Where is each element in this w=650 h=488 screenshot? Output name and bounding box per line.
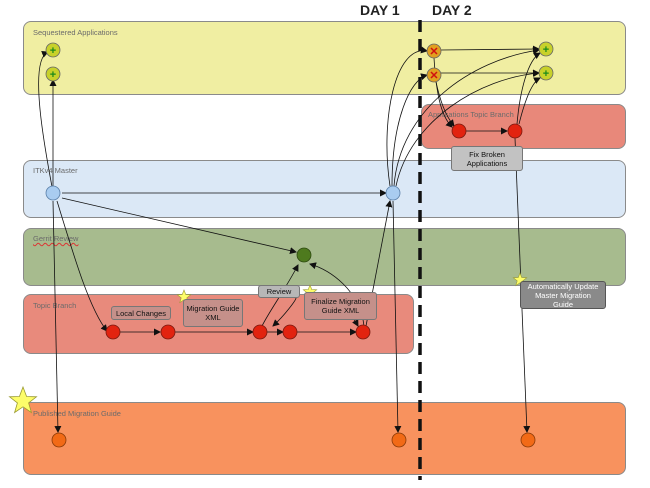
x-icon: ✕ [429,46,438,58]
local-changes-label: Local Changes [115,308,167,318]
master-node-start [45,185,61,201]
local-changes-box: Local Changes [111,306,171,320]
plus-icon: + [50,69,56,81]
day-2-label: DAY 2 [432,2,472,18]
edge-seq-x-to-seq-plus [440,45,540,53]
review-box: Review [258,285,300,298]
published-node-3 [520,432,536,448]
migration-guide-xml-box: Migration Guide XML [183,299,243,327]
edge-master-day1-to-seq-x-1 [386,46,428,187]
topic-node-4 [282,324,298,340]
lane-sequestered: Sequestered Applications [23,21,626,95]
edge-topic-to-review-1 [261,264,299,327]
lane-label-sequestered: Sequestered Applications [33,28,118,37]
edge-master-day1-to-seq-x-2 [391,73,428,187]
auto-update-line2: Master Migration [535,290,591,300]
topic-node-3 [252,324,268,340]
lane-label-apps-topic: Applications Topic Branch [428,110,514,119]
seq-x-node-2: ✕ [426,67,442,83]
lane-label-master: ITKv4 Master [33,166,78,175]
seq-plus-node-2: + [45,66,61,82]
finalize-migration-box: Finalize Migration Guide XML [304,292,377,320]
lane-gerrit: Gerrit Review [23,228,626,286]
lane-label-topic: Topic Branch [33,301,77,310]
review-label: Review [266,287,292,296]
edge-seq-x-to-apps-topic-2 [435,81,455,127]
seq-x-node-1: ✕ [426,43,442,59]
star-icon [8,385,38,414]
topic-node-5 [355,324,371,340]
finalize-line1: Finalize Migration [311,297,370,306]
topic-node-1 [105,324,121,340]
migration-guide-line1: Migration Guide [186,304,240,313]
apps-topic-node-1 [451,123,467,139]
published-node-1 [51,432,67,448]
edge-master-to-topic [56,200,108,332]
gerrit-node [296,247,312,263]
edge-master-day1-to-seq-plus-2 [395,70,540,187]
auto-update-guide-box: Automatically Update Master Migration Gu… [520,281,606,309]
published-node-2 [391,432,407,448]
plus-icon: + [543,44,549,56]
edge-master-to-published [52,200,62,433]
finalize-line2: Guide XML [321,306,360,315]
edge-master-day1-to-seq-plus-1 [393,47,540,187]
master-node-day1 [385,185,401,201]
seq-plus-node-3: + [538,41,554,57]
auto-update-line3: Guide [552,299,573,309]
edge-master-to-gerrit [61,197,297,255]
edge-master-to-seq-plus-1 [38,51,54,193]
lane-label-published: Published Migration Guide [33,409,121,418]
x-icon: ✕ [429,70,438,82]
auto-update-line1: Automatically Update [527,281,599,291]
lane-master: ITKv4 Master [23,160,626,218]
seq-plus-node-1: + [45,42,61,58]
edge-apps-topic-to-seq-plus-2 [516,52,541,125]
seq-plus-node-4: + [538,65,554,81]
lane-label-gerrit: Gerrit Review [33,234,79,243]
edge-review-to-topic [272,297,297,327]
plus-icon: + [50,45,56,57]
edge-master-day1-to-published [392,200,402,433]
apps-topic-node-2 [507,123,523,139]
fix-broken-line1: Fix Broken [469,149,505,159]
fix-broken-line2: Applications [466,158,508,168]
plus-icon: + [543,68,549,80]
fix-broken-apps-box: Fix Broken Applications [451,146,523,171]
migration-guide-line2: XML [205,313,221,322]
topic-node-2 [160,324,176,340]
day-1-label: DAY 1 [360,2,400,18]
edge-apps-topic-to-seq-plus [518,77,541,125]
